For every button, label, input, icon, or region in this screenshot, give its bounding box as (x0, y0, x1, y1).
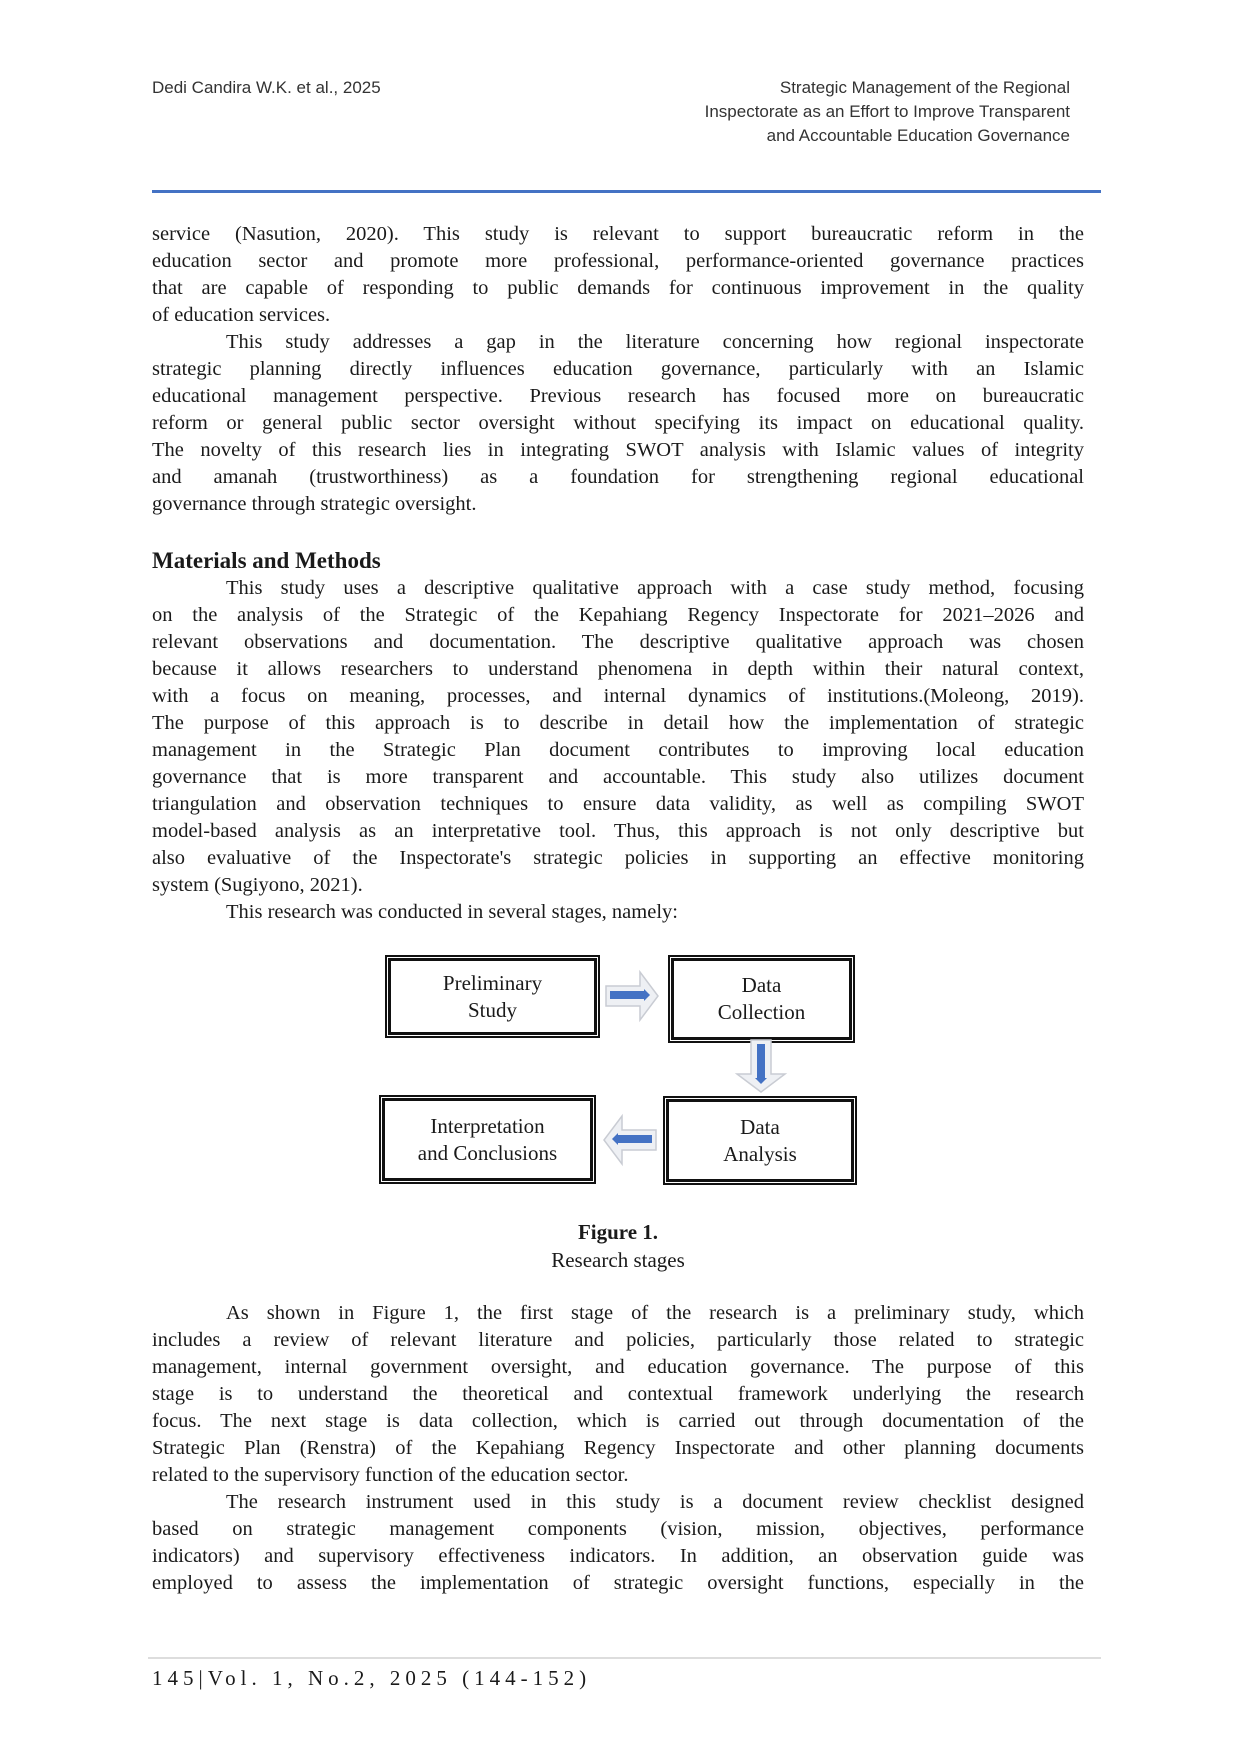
text-line: reform or general public sector oversigh… (152, 412, 1084, 434)
text-line: management in the Strategic Plan documen… (152, 739, 1084, 761)
header-title-line: and Accountable Education Governance (766, 126, 1070, 145)
text-line: This study addresses a gap in the litera… (226, 331, 1084, 353)
text-line: indicators) and supervisory effectivenes… (152, 1545, 1084, 1567)
text-line: includes a review of relevant literature… (152, 1329, 1084, 1351)
footer-divider (148, 1657, 1101, 1659)
box-label: Preliminary (442, 970, 543, 995)
text-line: This research was conducted in several s… (226, 901, 678, 923)
text-line: education sector and promote more profes… (152, 250, 1084, 272)
text-line: because it allows researchers to underst… (152, 658, 1084, 680)
text-line: based on strategic management components… (152, 1518, 1084, 1540)
box-label: Data (741, 973, 782, 997)
text-line: stage is to understand the theoretical a… (152, 1383, 1084, 1405)
text-line: The novelty of this research lies in int… (152, 439, 1084, 461)
text-line: focus. The next stage is data collection… (152, 1410, 1084, 1432)
figure-label: Figure 1. (577, 1220, 659, 1244)
running-header-author: Dedi Candira W.K. et al., 2025 (152, 78, 381, 97)
text-line: model-based analysis as an interpretativ… (152, 820, 1084, 842)
text-line: of education services. (152, 304, 331, 326)
text-line: relevant observations and documentation.… (152, 631, 1084, 653)
text-line: system (Sugiyono, 2021). (152, 874, 363, 896)
figure-caption: Research stages (551, 1248, 685, 1272)
box-label: Study (467, 997, 517, 1022)
paragraph-methods: This study uses a descriptive qualitativ… (152, 575, 1084, 899)
text-line: This study uses a descriptive qualitativ… (226, 577, 1084, 599)
text-line: service (Nasution, 2020). This study is … (152, 223, 1084, 245)
paragraph-continuation: service (Nasution, 2020). This study is … (152, 221, 1084, 329)
box-label: Data (740, 1114, 780, 1139)
text-line: strategic planning directly influences e… (152, 358, 1084, 380)
text-line: The research instrument used in this stu… (226, 1491, 1084, 1513)
text-line: As shown in Figure 1, the first stage of… (226, 1302, 1084, 1324)
text-line: triangulation and observation techniques… (152, 793, 1084, 815)
text-line: with a focus on meaning, processes, and … (152, 685, 1084, 707)
text-line: and amanah (trustworthiness) as a founda… (152, 466, 1084, 488)
text-line: governance through strategic oversight. (152, 493, 477, 515)
box-label: Interpretation (430, 1113, 545, 1138)
page-footer: 145|Vol. 1, No.2, 2025 (144-152) (152, 1666, 592, 1690)
arrow-right-icon (605, 969, 659, 1023)
header-title-line: Inspectorate as an Effort to Improve Tra… (704, 102, 1070, 121)
paragraph-instrument: The research instrument used in this stu… (152, 1489, 1084, 1597)
arrow-down-icon (734, 1039, 788, 1093)
text-line: on the analysis of the Strategic of the … (152, 604, 1084, 626)
paragraph-figure-discussion: As shown in Figure 1, the first stage of… (152, 1300, 1084, 1489)
box-label: Collection (717, 1000, 806, 1024)
text-line: The purpose of this approach is to descr… (152, 712, 1084, 734)
section-heading: Materials and Methods (152, 548, 381, 573)
text-line: that are capable of responding to public… (152, 277, 1084, 299)
text-line: governance that is more transparent and … (152, 766, 1084, 788)
running-header-title: Strategic Management of the Regional Ins… (705, 76, 1070, 148)
text-line: also evaluative of the Inspectorate's st… (152, 847, 1084, 869)
header-divider (152, 190, 1101, 193)
arrow-left-icon (603, 1113, 657, 1167)
box-label: and Conclusions (417, 1140, 558, 1165)
text-line: related to the supervisory function of t… (152, 1464, 629, 1486)
header-title-line: Strategic Management of the Regional (779, 78, 1070, 97)
text-line: educational management perspective. Prev… (152, 385, 1084, 407)
text-line: employed to assess the implementation of… (152, 1572, 1084, 1594)
text-line: management, internal government oversigh… (152, 1356, 1084, 1378)
box-label: Analysis (723, 1141, 797, 1166)
text-line: Strategic Plan (Renstra) of the Kepahian… (152, 1437, 1084, 1459)
paragraph-stages-intro: This research was conducted in several s… (152, 899, 1084, 926)
paragraph-gap: This study addresses a gap in the litera… (152, 329, 1084, 518)
